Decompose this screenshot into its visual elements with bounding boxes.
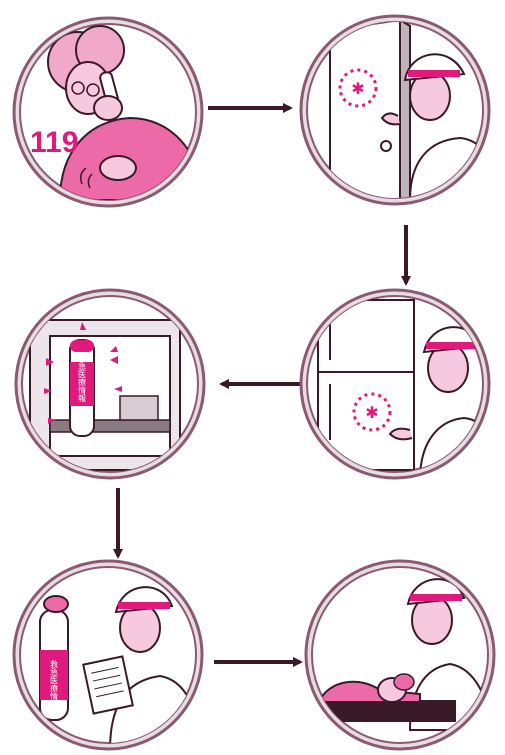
capsule-in-refrigerator-icon: 救急医療情報 [30, 320, 180, 470]
step-call-label: 119 [30, 126, 78, 159]
step-fridge-circle: ✱ [301, 290, 500, 480]
svg-text:✱: ✱ [365, 403, 378, 422]
step-read-circle: 救急医療情報 [14, 561, 202, 750]
capsule-label-reading: 救急医療情報 [50, 659, 59, 709]
step-call-circle: 119 [14, 18, 205, 206]
step-door-circle: ✱ [301, 16, 500, 204]
step-fridge-inside-circle: 救急医療情報 [16, 290, 204, 478]
step-transport-circle [306, 561, 494, 749]
svg-text:✱: ✱ [351, 79, 364, 98]
capsule-label-fridge: 救急医療情報 [78, 353, 87, 403]
